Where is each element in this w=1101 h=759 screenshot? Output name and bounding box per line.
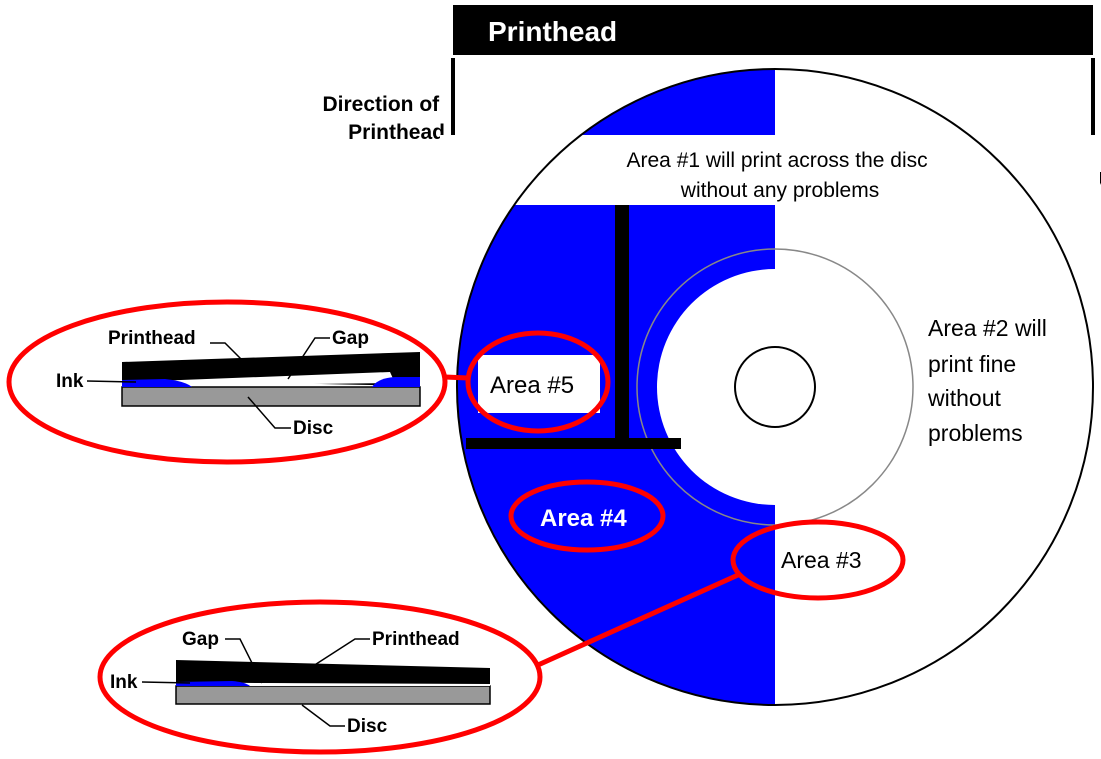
area4-label: Area #4 [540,505,627,532]
area3-highlight [730,519,906,601]
callout-lower-disc-leader [301,704,345,727]
area5-highlight [465,330,611,434]
callout-lower-gap [245,683,490,686]
callout-lower-disc-layer [175,685,491,705]
callout-upper-printhead-label: Printhead [108,328,196,349]
area2-label: Area #2 will print fine without problems [927,315,1053,446]
area5-label-box [478,355,600,413]
callout-lower: Gap Printhead Ink Disc [97,599,543,755]
area1-text-band [440,135,1100,205]
callout-upper-ink-right [372,377,420,387]
callout-lower-ink-label: Ink [110,672,138,693]
callout-lower-disc-label: Disc [347,716,388,737]
callout-upper-gap-label: Gap [332,328,369,349]
direction-label: Direction of Printhead [322,93,445,144]
area1-label: Area #1 will print across the disc witho… [627,149,934,202]
callout-lower-gap-leader [225,638,263,684]
separator-vertical [615,205,629,445]
callout-upper-ink-left [122,379,192,387]
printhead-bar-label: Printhead [488,16,617,47]
area4-highlight [508,479,666,553]
area3-label: Area #3 [781,547,862,573]
callout-upper: Printhead Gap Ink Disc [6,299,448,465]
callout-upper-disc-layer [121,386,421,407]
callout-lower-printhead-leader [309,638,370,669]
disc-spindle-hole [734,346,816,428]
callout-connector-upper [444,374,469,381]
callout-upper-gap-leader [287,337,330,380]
callout-upper-disc-label: Disc [293,418,334,439]
callout-upper-ink-leader [86,380,137,383]
disc-outline [456,68,1094,706]
callout-lower-gap-label: Gap [182,629,219,650]
separator-horizontal [466,438,681,449]
callout-upper-printhead-leader [210,342,251,369]
callout-lower-ink-leader [141,681,191,684]
printhead-bar [453,5,1093,55]
callout-upper-disc-leader [247,396,291,429]
area5-label: Area #5 [490,372,574,399]
callout-connector-lower [536,572,740,668]
callout-lower-ink [176,681,250,686]
area1-ink-region [457,69,775,135]
callout-upper-ink-label: Ink [56,371,84,392]
callout-upper-gap [150,372,395,386]
callout-lower-printhead-label: Printhead [372,629,460,650]
